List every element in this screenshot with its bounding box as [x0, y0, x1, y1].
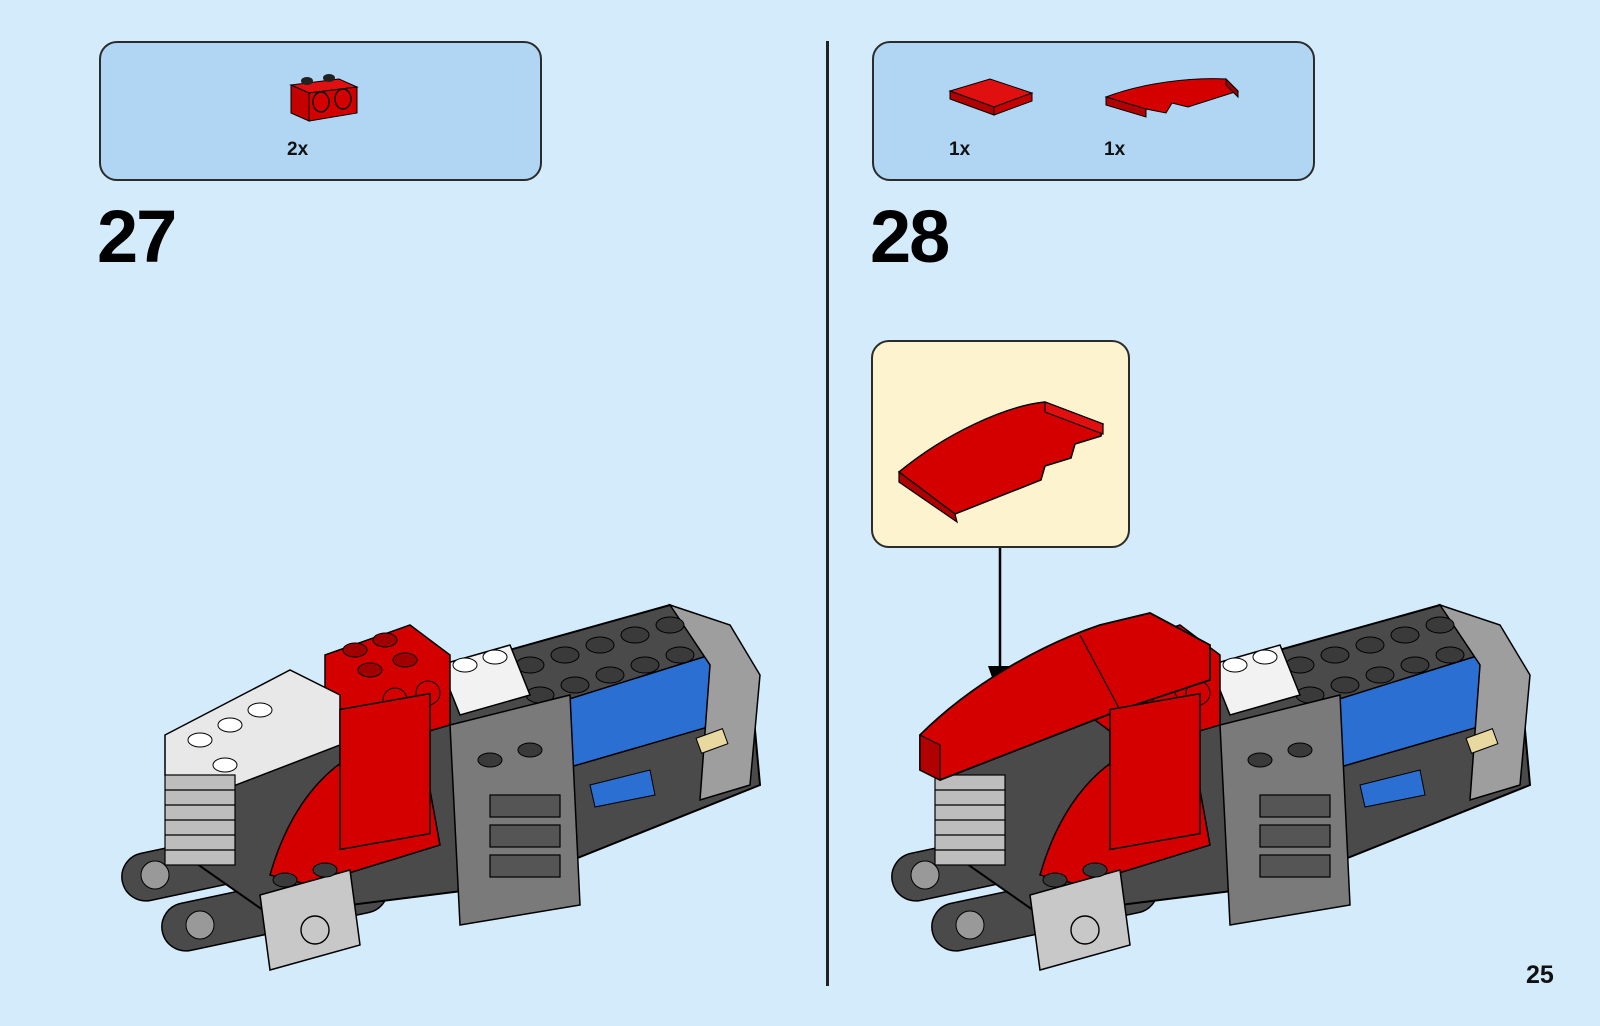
vehicle-assembly-model	[880, 585, 1550, 985]
parts-list-box: 1x 1x	[872, 41, 1315, 181]
step-divider	[826, 41, 829, 986]
step-number: 27	[97, 200, 175, 274]
red-tile-2x2-icon	[946, 69, 1036, 129]
red-curved-slope-icon	[1102, 69, 1242, 129]
part-quantity: 2x	[287, 139, 308, 161]
part-quantity: 1x	[1104, 139, 1125, 161]
parts-list-box: 2x	[99, 41, 542, 181]
part-quantity: 1x	[949, 139, 970, 161]
vehicle-assembly-model	[110, 585, 780, 985]
page-number: 25	[1526, 961, 1554, 990]
step-number: 28	[870, 200, 948, 274]
red-technic-brick-1x2-icon	[285, 65, 365, 125]
red-curved-slope-icon	[895, 394, 1111, 524]
part-callout-box	[871, 340, 1130, 548]
